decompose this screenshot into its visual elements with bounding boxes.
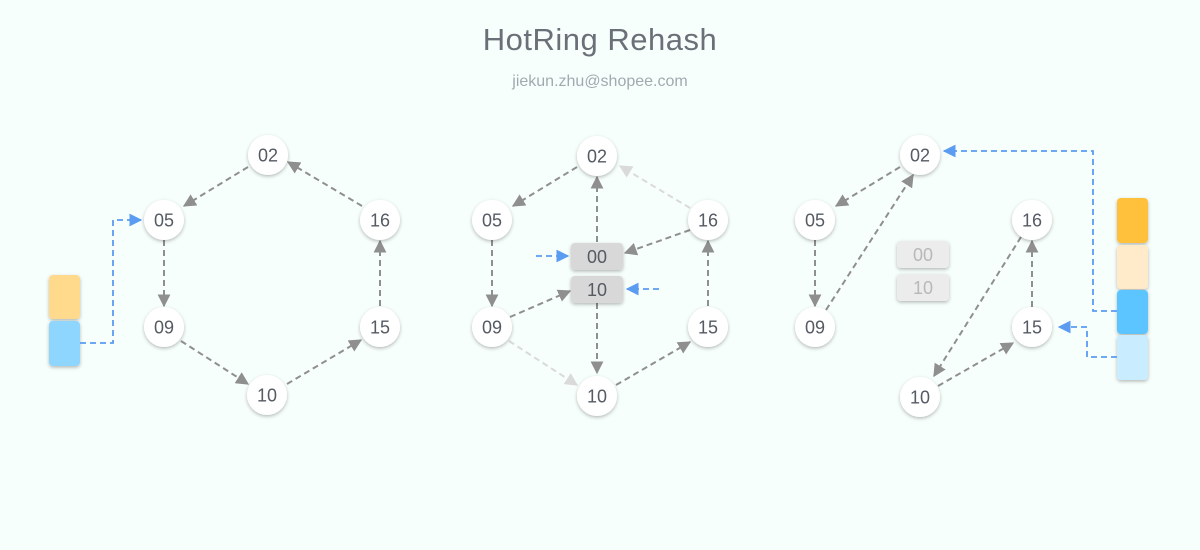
head-10: 10 — [571, 276, 623, 303]
svg-text:09: 09 — [482, 318, 502, 338]
bucket-pointer-02 — [942, 144, 1117, 312]
panel-splitting: 00 10 02 05 09 10 — [472, 136, 728, 416]
head-00: 00 — [571, 243, 623, 270]
edge-02-05 — [834, 166, 901, 207]
svg-text:05: 05 — [482, 211, 502, 231]
edge-09-02 — [825, 173, 914, 311]
node-15: 15 — [360, 307, 400, 347]
svg-text:05: 05 — [805, 211, 825, 231]
bucket-2 — [49, 321, 80, 366]
svg-text:09: 09 — [805, 318, 825, 338]
edge-10-15 — [286, 339, 363, 385]
svg-text:15: 15 — [370, 318, 390, 338]
svg-text:05: 05 — [154, 211, 174, 231]
faded-edge-09-10 — [508, 340, 579, 386]
svg-text:10: 10 — [910, 388, 930, 408]
edge-16-head00 — [623, 229, 691, 256]
svg-text:09: 09 — [154, 318, 174, 338]
svg-text:15: 15 — [1022, 318, 1042, 338]
svg-text:10: 10 — [257, 386, 277, 406]
node-05: 05 — [795, 200, 835, 240]
svg-text:00: 00 — [913, 245, 933, 265]
edge-10-15 — [937, 342, 1015, 387]
edge-16-02 — [286, 161, 363, 207]
bucket-3 — [1117, 290, 1148, 334]
node-02: 02 — [900, 135, 940, 175]
bucket-2 — [1117, 245, 1148, 289]
node-09: 09 — [472, 307, 512, 347]
svg-text:02: 02 — [258, 146, 278, 166]
node-15: 15 — [1012, 307, 1052, 347]
bucket-4 — [1117, 335, 1148, 380]
node-02: 02 — [577, 136, 617, 176]
edge-16-10 — [933, 236, 1022, 378]
head-10: 10 — [897, 274, 949, 301]
svg-text:02: 02 — [910, 146, 930, 166]
node-16: 16 — [360, 200, 400, 240]
bucket-pointer-05 — [80, 213, 143, 344]
page-subtitle: jiekun.zhu@shopee.com — [512, 73, 688, 90]
edge-09-head10 — [509, 289, 572, 318]
svg-text:10: 10 — [913, 278, 933, 298]
head-00: 00 — [897, 241, 949, 268]
edge-02-05 — [182, 166, 249, 207]
node-09: 09 — [795, 307, 835, 347]
node-16: 16 — [688, 200, 728, 240]
bucket-1 — [1117, 198, 1148, 243]
panel-after: 00 10 02 05 09 — [795, 135, 1148, 417]
svg-text:16: 16 — [698, 211, 718, 231]
node-16: 16 — [1012, 200, 1052, 240]
faded-edge-16-02 — [618, 165, 691, 209]
node-05: 05 — [144, 200, 184, 240]
edge-10-15 — [615, 341, 692, 386]
edge-09-10 — [180, 340, 250, 385]
svg-text:16: 16 — [1022, 211, 1042, 231]
svg-text:16: 16 — [370, 211, 390, 231]
svg-text:00: 00 — [587, 247, 607, 267]
svg-text:15: 15 — [698, 318, 718, 338]
bucket-pointer-15 — [1057, 320, 1117, 358]
svg-text:10: 10 — [587, 387, 607, 407]
node-09: 09 — [144, 307, 184, 347]
edge-02-05 — [511, 166, 578, 207]
node-02: 02 — [248, 135, 288, 175]
node-05: 05 — [472, 200, 512, 240]
node-10: 10 — [900, 377, 940, 417]
svg-text:02: 02 — [587, 147, 607, 167]
node-10: 10 — [247, 375, 287, 415]
bucket-1 — [49, 275, 80, 319]
node-15: 15 — [688, 307, 728, 347]
panel-before: 02 05 09 10 15 16 — [49, 135, 400, 415]
svg-text:10: 10 — [587, 280, 607, 300]
node-10: 10 — [577, 376, 617, 416]
page-title: HotRing Rehash — [482, 22, 718, 57]
